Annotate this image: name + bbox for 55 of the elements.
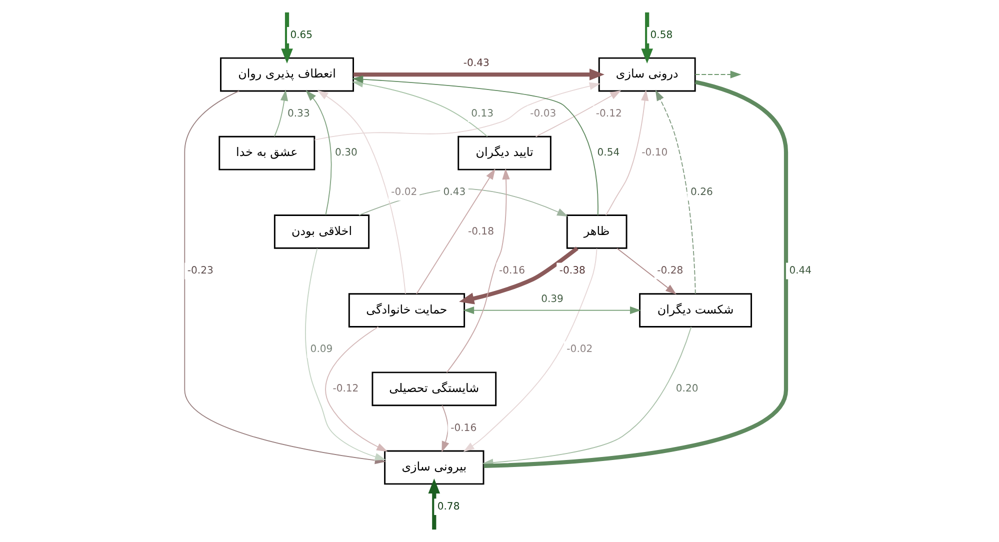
node-box: تایید دیگران xyxy=(458,136,552,170)
arrow xyxy=(694,70,742,78)
edge-label: 0.39 xyxy=(541,294,564,305)
edge-label: -0.02 xyxy=(391,186,418,198)
edge-label: -0.10 xyxy=(642,148,668,159)
node-box: اخلاقی بودن xyxy=(274,214,370,249)
edge-label: -0.23 xyxy=(187,266,214,277)
edge-label: 0.54 xyxy=(597,148,620,159)
edge-label: 0.20 xyxy=(676,383,698,394)
arrow xyxy=(325,326,388,452)
edge-label: -0.12 xyxy=(332,383,359,394)
edge-label: -0.12 xyxy=(596,108,622,120)
edge-label: -0.02 xyxy=(566,344,593,356)
arrow xyxy=(535,90,622,138)
arrow xyxy=(317,90,406,294)
edge-label: 0.26 xyxy=(690,186,713,198)
node-box: بیرونی سازی xyxy=(384,450,484,485)
arrow xyxy=(459,246,578,304)
arrow xyxy=(353,68,604,80)
edge-label: 0.13 xyxy=(471,108,494,120)
arrow xyxy=(446,168,510,373)
edge-label: 0.43 xyxy=(443,186,466,198)
node-box: شایستگی تحصیلی xyxy=(372,372,497,406)
node-box: انعطاف پذیری روان xyxy=(220,57,354,92)
edge-label: 0.44 xyxy=(789,266,812,277)
edge-label: -0.16 xyxy=(499,266,526,277)
arrow xyxy=(606,90,649,216)
arrow xyxy=(463,306,641,314)
edge-label: 0.33 xyxy=(287,108,310,120)
arrow xyxy=(616,248,676,295)
edge-label: 0.65 xyxy=(290,30,313,41)
edge-label: -0.28 xyxy=(657,266,684,277)
arrow xyxy=(314,82,600,140)
connector xyxy=(484,80,788,468)
edge-label: -0.18 xyxy=(468,226,494,238)
arrow xyxy=(281,12,293,64)
arrow xyxy=(428,478,440,530)
edge-label: 0.09 xyxy=(310,344,333,356)
edge-label: -0.38 xyxy=(559,266,586,277)
edge-label: 0.58 xyxy=(650,30,673,41)
arrow xyxy=(463,248,598,452)
node-box: ظاهر xyxy=(566,214,628,249)
arrow xyxy=(274,90,288,137)
node-box: عشق به خدا xyxy=(218,136,316,170)
edge-label: 0.78 xyxy=(437,501,460,512)
node-box: درونی سازی xyxy=(598,57,696,92)
arrow xyxy=(306,90,332,216)
arrow xyxy=(641,12,653,64)
edge-label: -0.16 xyxy=(450,422,477,434)
node-box: حمایت خانوادگی xyxy=(348,293,466,328)
node-box: شکست دیگران xyxy=(639,293,752,328)
edge-label: -0.03 xyxy=(530,108,556,120)
edge-label: -0.43 xyxy=(463,58,490,70)
edge-label: 0.30 xyxy=(334,148,358,159)
arrow xyxy=(442,404,450,452)
